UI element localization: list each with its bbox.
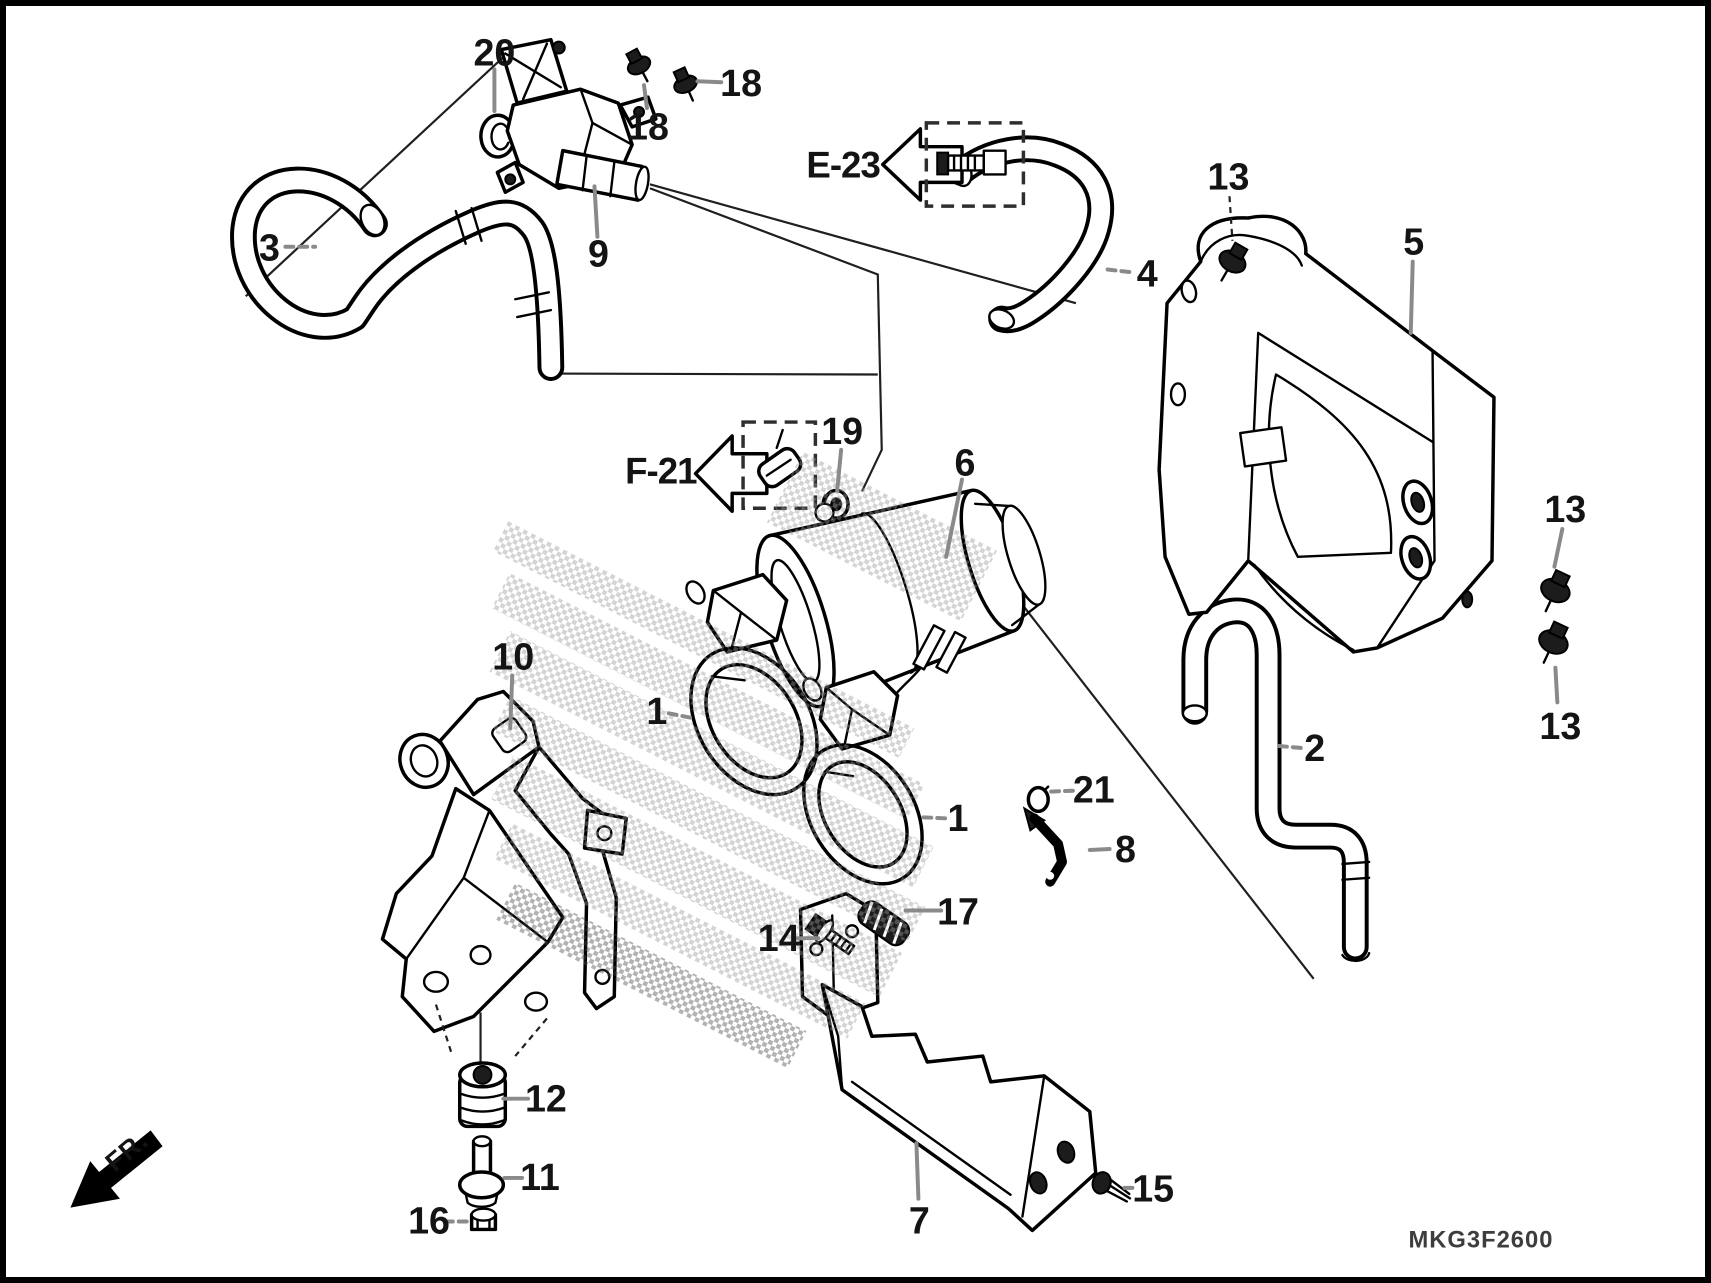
callout-1b: 1 xyxy=(948,797,969,839)
bolt-13-top xyxy=(1218,241,1249,282)
callout-13b: 13 xyxy=(1544,488,1586,530)
callout-10: 10 xyxy=(492,636,534,678)
callout-11: 11 xyxy=(520,1156,560,1198)
callout-13c: 13 xyxy=(1539,705,1581,747)
callout-17: 17 xyxy=(937,890,979,932)
bolt-13-right-lower xyxy=(1538,620,1569,664)
callout-9: 9 xyxy=(588,233,609,275)
stay-8 xyxy=(1022,806,1068,887)
clamp-20 xyxy=(479,113,514,159)
callout-18a: 18 xyxy=(627,106,669,148)
fr-arrow-icon xyxy=(70,1130,163,1208)
bracket-10 xyxy=(380,689,628,1063)
screw-15 xyxy=(1091,1171,1132,1203)
callout-3: 3 xyxy=(259,227,280,269)
callout-5: 5 xyxy=(1403,221,1424,263)
callout-16: 16 xyxy=(408,1199,450,1241)
bolt-11 xyxy=(458,1135,506,1208)
ref-label-e23: E-23 xyxy=(806,144,880,185)
ring-21 xyxy=(1026,785,1050,814)
callout-1a: 1 xyxy=(646,690,667,732)
label-leaders xyxy=(283,67,1565,1224)
callout-21: 21 xyxy=(1073,768,1115,810)
callout-2: 2 xyxy=(1304,727,1325,769)
construction-lines xyxy=(245,51,1315,980)
callout-18b: 18 xyxy=(720,62,762,104)
band-clamp-1-right xyxy=(802,669,924,886)
bolt-13-right-upper xyxy=(1540,568,1571,613)
callout-15: 15 xyxy=(1132,1168,1174,1210)
callout-20: 20 xyxy=(473,31,515,73)
screw-18-right xyxy=(672,66,698,102)
nut-16 xyxy=(469,1207,498,1232)
hose-2 xyxy=(1181,597,1371,962)
grommet-12 xyxy=(458,1061,508,1129)
ref-label-f21: F-21 xyxy=(625,450,697,491)
f21-arrow-icon xyxy=(693,434,769,513)
callout-19: 19 xyxy=(821,410,863,452)
callout-7: 7 xyxy=(909,1199,930,1241)
diagram-code: MKG3F2600 xyxy=(1408,1226,1553,1253)
callout-8: 8 xyxy=(1115,828,1136,870)
callout-4: 4 xyxy=(1137,252,1158,294)
callout-12: 12 xyxy=(525,1078,567,1120)
diagram-canvas: 20 18 18 9 3 4 13 5 19 6 10 1 1 2 21 8 1… xyxy=(70,31,1586,1253)
callout-14: 14 xyxy=(758,917,800,959)
callout-13a: 13 xyxy=(1208,155,1250,197)
e23-dashed-box xyxy=(924,121,1026,208)
callout-6: 6 xyxy=(954,442,975,484)
purge-valve-9 xyxy=(495,37,658,202)
screw-18-left xyxy=(625,47,652,83)
bracket-5 xyxy=(1157,214,1496,654)
hose-3 xyxy=(230,166,565,381)
